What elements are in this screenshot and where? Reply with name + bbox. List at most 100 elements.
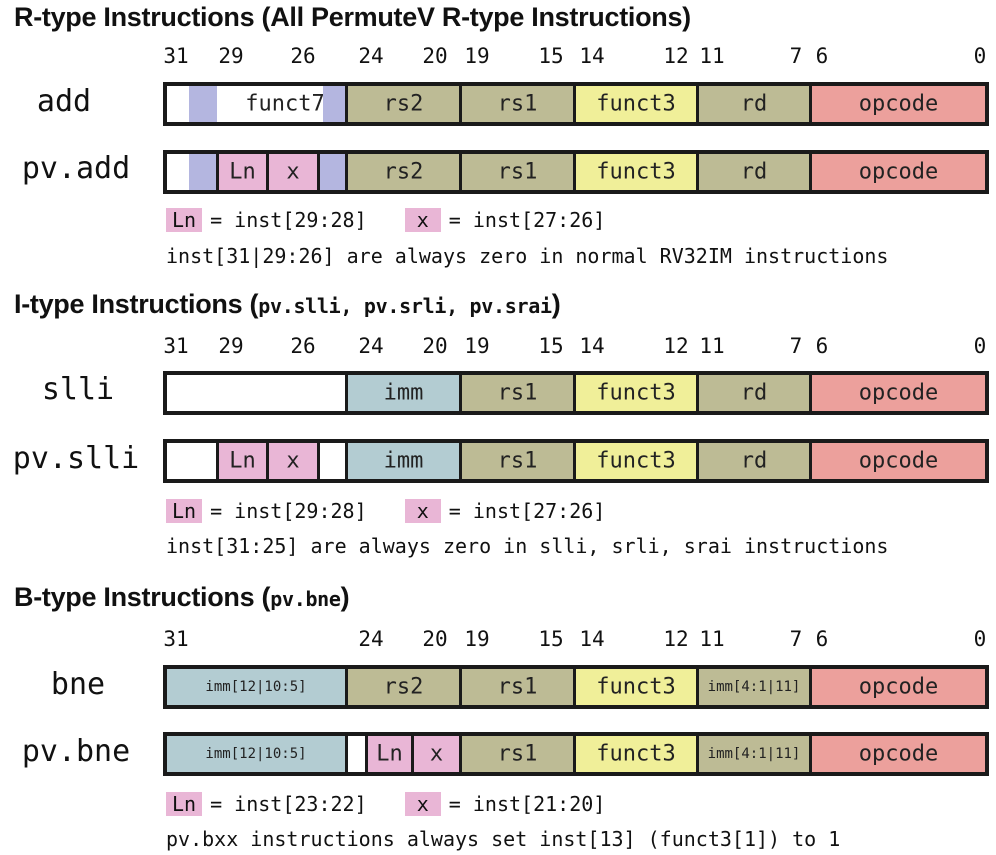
bit-number: 19	[464, 627, 490, 651]
field-imm: imm	[348, 375, 462, 411]
btype-note-fields: Ln= inst[23:22] x= inst[21:20]	[166, 792, 605, 816]
field-rs1: rs1	[462, 669, 576, 705]
bit-number: 15	[538, 627, 564, 651]
field-bit31	[167, 154, 189, 190]
field-opcode: opcode	[812, 86, 985, 122]
bit-number: 29	[218, 334, 244, 358]
field-rs1: rs1	[462, 86, 576, 122]
field-opcode: opcode	[812, 736, 985, 772]
field-funct3: funct3	[576, 443, 699, 479]
field-bit30	[189, 154, 219, 190]
field-funct3: funct3	[576, 375, 699, 411]
row-label-pvslli: pv.slli	[12, 441, 140, 476]
field-x: x	[414, 736, 462, 772]
bit-number: 6	[815, 334, 829, 358]
field-bit31	[167, 86, 189, 122]
field-rd: rd	[699, 86, 812, 122]
bit-number: 14	[579, 334, 605, 358]
btype-title: B-type Instructions (pv.bne)	[14, 582, 350, 612]
field-rs1: rs1	[462, 736, 576, 772]
field-rs1: rs1	[462, 443, 576, 479]
field-rd: rd	[699, 443, 812, 479]
row-label-slli: slli	[41, 372, 115, 407]
field-imm-hi: imm[12|10:5]	[167, 669, 348, 705]
field-rs2: rs2	[348, 154, 462, 190]
bit-number: 31	[163, 627, 189, 651]
bit-number: 6	[815, 44, 829, 68]
pvbne-encoding: imm[12|10:5] Ln x rs1 funct3 imm[4:1|11]…	[163, 732, 989, 776]
bit-number: 11	[699, 627, 725, 651]
field-imm-hi-zero	[167, 375, 348, 411]
bit-number: 0	[973, 44, 987, 68]
field-funct7-edge	[189, 86, 217, 122]
bit-number: 24	[358, 627, 384, 651]
row-label-pvadd: pv.add	[21, 151, 131, 186]
field-rs1: rs1	[462, 375, 576, 411]
bit-number: 0	[973, 334, 987, 358]
bit-number: 7	[789, 334, 803, 358]
field-rs2: rs2	[348, 86, 462, 122]
add-encoding: funct7 rs2 rs1 funct3 rd opcode	[163, 82, 989, 126]
row-label-add: add	[36, 84, 92, 119]
bit-number: 11	[699, 334, 725, 358]
field-opcode: opcode	[812, 669, 985, 705]
field-funct7-edge	[323, 86, 348, 122]
bit-number: 26	[290, 334, 316, 358]
bit-number: 19	[464, 44, 490, 68]
bit-number: 6	[815, 627, 829, 651]
field-imm-lo: imm[4:1|11]	[699, 736, 812, 772]
field-ln: Ln	[219, 154, 269, 190]
itype-title: I-type Instructions (pv.slli, pv.srli, p…	[14, 289, 561, 319]
x-chip: x	[404, 499, 441, 523]
field-rs1: rs1	[462, 154, 576, 190]
bit-number: 20	[422, 334, 448, 358]
field-ln: Ln	[368, 736, 414, 772]
bit-number: 12	[663, 627, 689, 651]
bit-number: 24	[358, 334, 384, 358]
ln-chip: Ln	[166, 208, 203, 232]
bit-number: 20	[422, 627, 448, 651]
x-chip: x	[404, 208, 441, 232]
bit-number: 15	[538, 334, 564, 358]
itype-note-fields: Ln= inst[29:28] x= inst[27:26]	[166, 499, 605, 523]
field-opcode: opcode	[812, 443, 985, 479]
field-bit25	[320, 443, 348, 479]
field-rs2: rs2	[348, 669, 462, 705]
pvslli-encoding: Ln x imm rs1 funct3 rd opcode	[163, 439, 989, 483]
bit-number: 29	[218, 44, 244, 68]
bit-number: 12	[663, 334, 689, 358]
bit-number: 11	[699, 44, 725, 68]
bne-encoding: imm[12|10:5] rs2 rs1 funct3 imm[4:1|11] …	[163, 665, 989, 709]
bit-number: 20	[422, 44, 448, 68]
bit-number: 12	[663, 44, 689, 68]
itype-note-zero: inst[31:25] are always zero in slli, srl…	[166, 534, 889, 558]
field-funct3: funct3	[576, 669, 699, 705]
bit-number: 0	[973, 627, 987, 651]
row-label-pvbne: pv.bne	[21, 734, 131, 769]
bit-number: 7	[789, 627, 803, 651]
field-x: x	[269, 443, 320, 479]
bit-number: 26	[290, 44, 316, 68]
bit-number: 31	[163, 334, 189, 358]
bit-number: 19	[464, 334, 490, 358]
field-bits31-30	[167, 443, 219, 479]
field-bit25	[320, 154, 348, 190]
bit-number: 14	[579, 627, 605, 651]
field-bits24-23	[348, 736, 368, 772]
field-funct3: funct3	[576, 86, 699, 122]
field-funct3: funct3	[576, 736, 699, 772]
field-opcode: opcode	[812, 375, 985, 411]
rtype-note-zero: inst[31|29:26] are always zero in normal…	[166, 244, 889, 268]
field-funct3: funct3	[576, 154, 699, 190]
field-x: x	[269, 154, 320, 190]
pvadd-encoding: Ln x rs2 rs1 funct3 rd opcode	[163, 150, 989, 194]
bit-number: 15	[538, 44, 564, 68]
field-funct7: funct7	[217, 86, 325, 122]
field-rd: rd	[699, 154, 812, 190]
field-opcode: opcode	[812, 154, 985, 190]
field-rd: rd	[699, 375, 812, 411]
field-imm-hi: imm[12|10:5]	[167, 736, 348, 772]
bit-number: 31	[163, 44, 189, 68]
slli-encoding: imm rs1 funct3 rd opcode	[163, 371, 989, 415]
bit-number: 24	[358, 44, 384, 68]
